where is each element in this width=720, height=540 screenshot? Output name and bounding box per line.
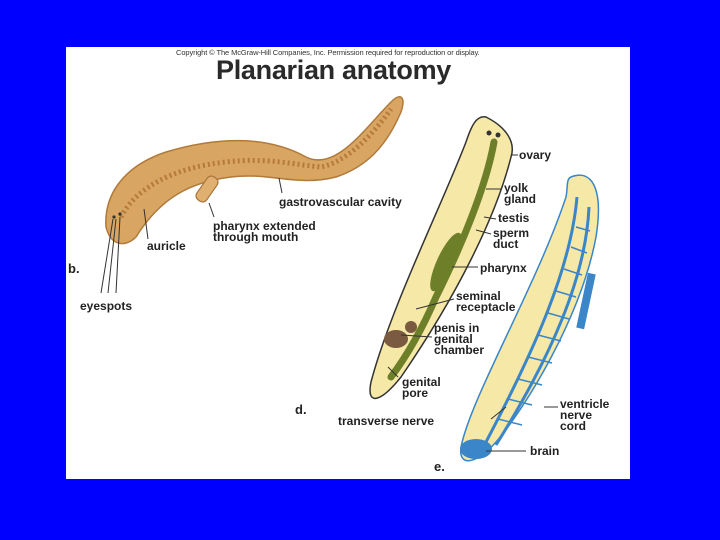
worm-body	[105, 96, 404, 245]
label-yolk-gland: yolk gland	[504, 181, 536, 206]
seminal-receptacle-organ	[405, 321, 417, 333]
genital-chamber-organ	[384, 330, 408, 348]
eyespot-d-left	[486, 130, 492, 136]
nerve-cord-left	[484, 196, 579, 443]
worm-nervous-leaders	[486, 406, 558, 452]
eyespot-left	[112, 215, 116, 219]
transverse-nerves	[497, 226, 591, 426]
label-eyespots: eyespots	[80, 299, 133, 313]
gut-branches	[118, 107, 394, 219]
worm-internal-leaders	[387, 154, 518, 378]
label-ovary: ovary	[519, 148, 552, 162]
worm-nervous-drawing	[460, 174, 600, 462]
label-sperm-duct: sperm duct	[493, 226, 530, 251]
label-pharynx: pharynx	[480, 261, 527, 275]
planarian-figure: Copyright © The McGraw-Hill Companies, I…	[66, 47, 630, 479]
copyright-notice: Copyright © The McGraw-Hill Companies, I…	[176, 48, 480, 57]
label-genital-pore: genital pore	[402, 375, 441, 400]
pharynx-tube	[195, 175, 219, 203]
label-pharynx-extended: pharynx extended through mouth	[213, 219, 316, 244]
label-brain: brain	[530, 444, 560, 458]
panel-label-d: d.	[295, 402, 307, 417]
eyespot-d-right	[495, 132, 501, 138]
label-penis-genital-chamber: penis in genital chamber	[434, 321, 485, 357]
brain-shape	[460, 439, 492, 459]
nerve-cord-right	[494, 206, 591, 446]
worm-internal-drawing	[369, 116, 513, 400]
panel-label-e: e.	[434, 459, 445, 474]
gut-trunk	[387, 138, 498, 381]
panel-label-b: b.	[68, 261, 80, 276]
label-gastrovascular-cavity: gastrovascular cavity	[279, 195, 402, 209]
label-seminal-receptacle: seminal receptacle	[456, 289, 516, 314]
label-testis: testis	[498, 211, 530, 225]
figure-illustration	[100, 96, 600, 462]
pharynx-organ	[430, 232, 462, 292]
label-ventricle-nerve-cord: ventricle nerve cord	[560, 397, 610, 433]
nerve-highlight	[576, 272, 596, 330]
figure-title: Planarian anatomy	[216, 55, 451, 85]
worm-external-drawing	[105, 96, 404, 245]
worm-external-leaders	[100, 177, 283, 294]
label-transverse-nerve: transverse nerve	[338, 414, 435, 428]
worm-nervous-body	[460, 174, 600, 462]
eyespot-right	[118, 212, 122, 216]
label-auricle: auricle	[147, 239, 186, 253]
